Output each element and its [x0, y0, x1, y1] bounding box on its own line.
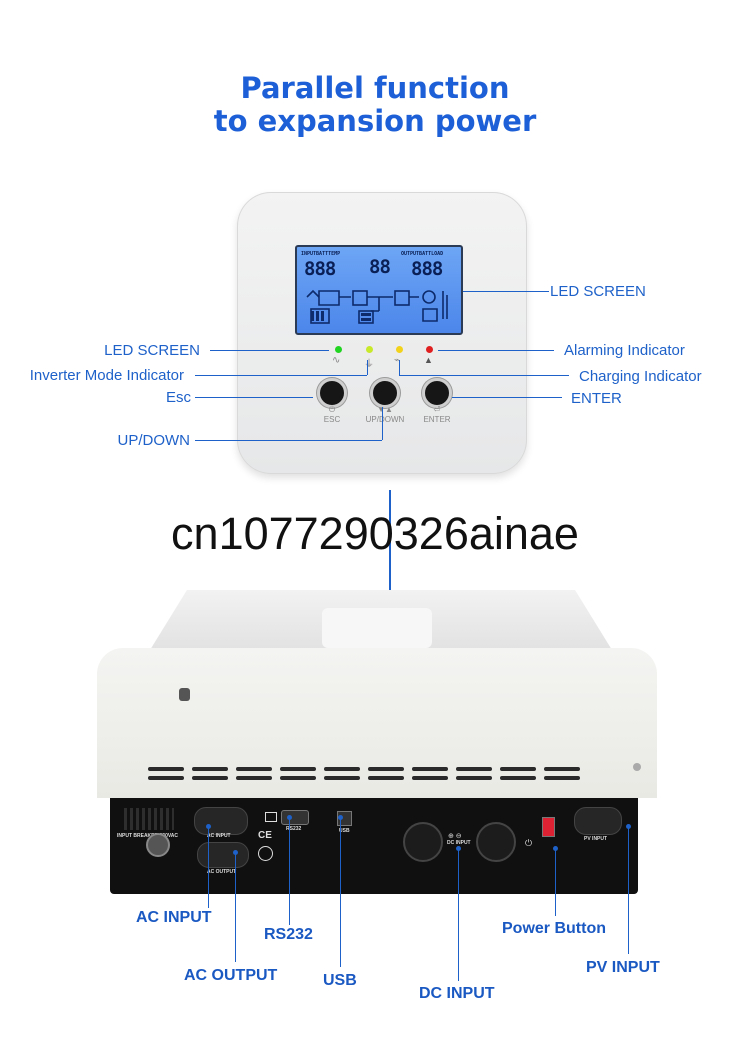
label-power-button: Power Button	[502, 920, 606, 937]
rear-vent-grille	[124, 808, 174, 830]
ac-output-port[interactable]	[197, 842, 249, 868]
label-inverter-mode: Inverter Mode Indicator	[29, 367, 184, 384]
led-screen-indicator-light	[335, 346, 342, 353]
device-front-panel-recess	[322, 608, 432, 648]
callout-line-inverter-mode-vertical	[367, 360, 368, 375]
label-enter: ENTER	[571, 390, 622, 407]
callout-line-inverter-mode	[195, 375, 367, 376]
dc-input-positive-terminal[interactable]	[403, 822, 443, 862]
dc-input-negative-terminal[interactable]	[476, 822, 516, 862]
label-dc-input: DC INPUT	[419, 985, 495, 1002]
device-body	[97, 648, 657, 798]
lcd-flow-diagram-icon	[306, 289, 448, 324]
lcd-right-digits: 888	[411, 258, 443, 280]
rear-breaker-text: INPUT BREAKER 230VAC	[117, 833, 179, 839]
enter-button-caption: ENTER	[423, 415, 451, 424]
callout-line-dc-input	[458, 848, 459, 981]
lcd-left-header: INPUTBATTTEMP	[301, 251, 341, 257]
device-vent-slots	[148, 767, 604, 789]
callout-line-ac-output	[235, 852, 236, 962]
rear-rs232-text: RS232	[286, 826, 302, 832]
callout-line-esc	[195, 397, 313, 398]
charging-indicator-light	[396, 346, 403, 353]
callout-line-up-down	[195, 440, 382, 441]
rear-ac-output-text: AC OUTPUT	[207, 869, 237, 875]
callout-line-power-button	[555, 848, 556, 916]
device-rear-panel	[110, 798, 638, 894]
input-breaker-knob[interactable]	[146, 833, 170, 857]
label-alarming: Alarming Indicator	[564, 342, 685, 359]
callout-line-charging-vertical	[399, 360, 400, 375]
esc-power-icon: ⏻	[328, 405, 336, 414]
up-down-button[interactable]	[370, 378, 400, 408]
title-line-1: Parallel function	[240, 71, 510, 105]
connector-line-panel-to-device	[389, 490, 391, 605]
rear-dc-input-text: DC INPUT	[447, 840, 471, 846]
callout-line-rs232	[289, 817, 290, 925]
watermark-text: cn1077290326ainae	[171, 508, 579, 559]
callout-line-pv-input	[628, 826, 629, 954]
label-rs232: RS232	[264, 926, 313, 943]
callout-line-led-screen-left	[210, 350, 329, 351]
lcd-right-header: OUTPUTBATTLOAD	[401, 251, 444, 257]
rear-ce-mark: CE	[258, 830, 272, 841]
esc-button[interactable]	[317, 378, 347, 408]
callout-line-usb	[340, 817, 341, 967]
lcd-left-digits: 888	[304, 258, 336, 280]
enter-button[interactable]	[422, 378, 452, 408]
inverter-mode-icon: ⏚	[364, 359, 374, 370]
device-screw-icon	[179, 688, 190, 701]
label-led-screen-left: LED SCREEN	[104, 342, 200, 359]
inverter-mode-indicator-light	[366, 346, 373, 353]
warning-triangle-icon: ▲	[424, 355, 433, 365]
label-led-screen-right: LED SCREEN	[550, 283, 646, 300]
enter-return-icon: ⏎	[433, 405, 441, 414]
rear-pv-input-text: PV INPUT	[584, 836, 608, 842]
ac-wave-icon: ∿	[332, 355, 341, 366]
iso-mark-icon	[258, 846, 273, 861]
callout-line-ac-input	[208, 826, 209, 908]
label-ac-input: AC INPUT	[136, 909, 212, 926]
pv-input-port[interactable]	[574, 807, 622, 835]
device-bolt-icon	[633, 763, 641, 771]
callout-line-alarming	[438, 350, 554, 351]
label-esc: Esc	[165, 389, 191, 406]
rs232-port[interactable]	[281, 810, 309, 825]
callout-line-enter	[452, 397, 562, 398]
up-down-button-caption: UP/DOWN	[365, 415, 405, 424]
label-charging: Charging Indicator	[579, 368, 702, 385]
title-line-2: to expansion power	[213, 104, 537, 138]
callout-line-led-screen-right	[463, 291, 549, 292]
label-ac-output: AC OUTPUT	[184, 967, 278, 984]
polarity-icon: ⊕ ⊖	[448, 833, 462, 840]
lcd-mid-digits: 88	[369, 256, 391, 278]
rear-ac-input-text: AC INPUT	[207, 833, 231, 839]
ac-input-port[interactable]	[194, 807, 248, 835]
up-down-arrows-icon: ▼▲	[377, 405, 393, 414]
label-usb: USB	[323, 972, 357, 989]
rear-lock-icon	[265, 812, 277, 822]
callout-line-charging	[399, 375, 569, 376]
lcd-screen: INPUTBATTTEMP OUTPUTBATTLOAD 888 88 888	[295, 245, 463, 335]
label-pv-input: PV INPUT	[586, 959, 660, 976]
power-switch[interactable]	[542, 817, 555, 837]
callout-line-up-down-vertical	[382, 407, 383, 440]
alarming-indicator-light	[426, 346, 433, 353]
battery-charging-icon: ⌁	[394, 355, 401, 366]
label-up-down: UP/DOWN	[117, 432, 191, 449]
power-symbol-icon: ⏻	[525, 838, 533, 848]
rear-usb-text: USB	[339, 828, 350, 834]
esc-button-caption: ESC	[323, 415, 341, 424]
